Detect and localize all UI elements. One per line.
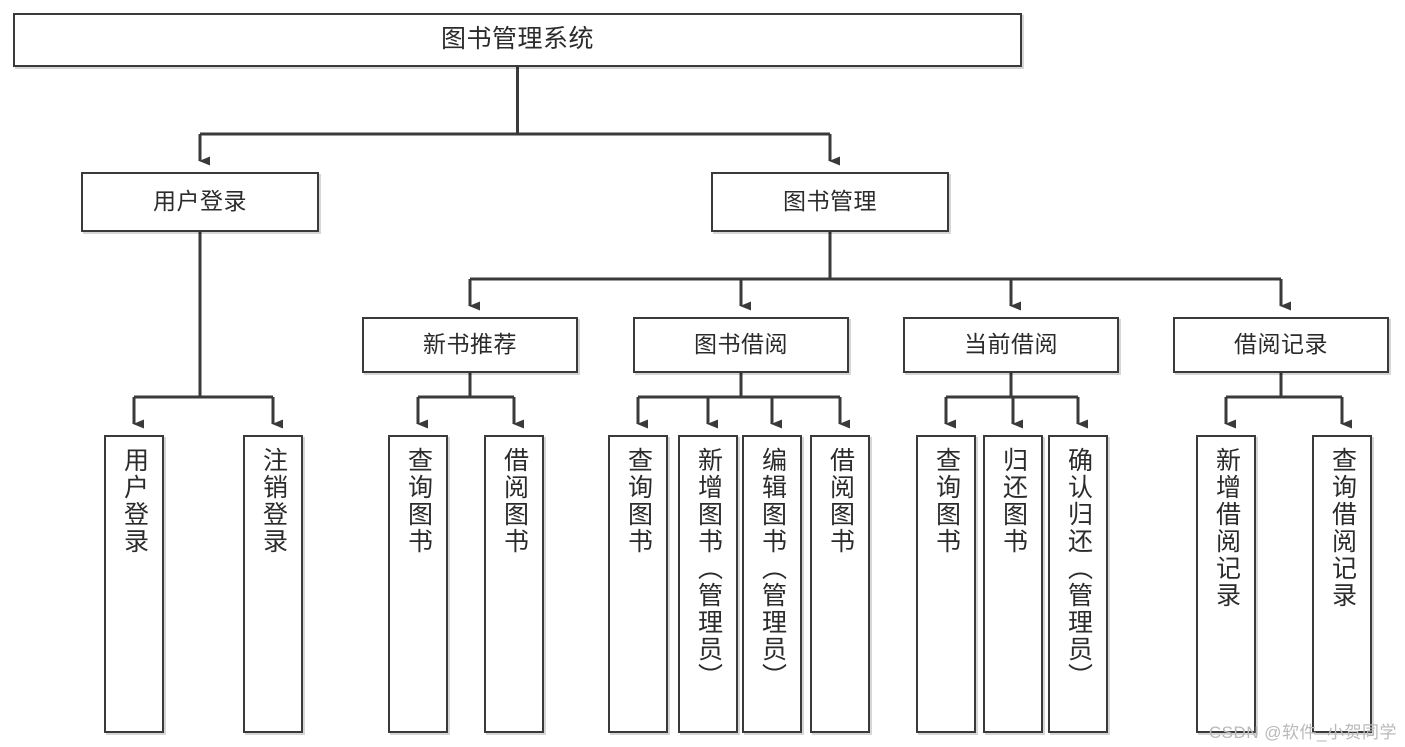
node-label: 查询图书 bbox=[624, 447, 653, 555]
node-leaf-confirm-return: 确认归还（管理员） bbox=[1048, 435, 1108, 733]
node-book-manage: 图书管理 bbox=[711, 172, 949, 232]
node-label: 归还图书 bbox=[999, 447, 1028, 555]
node-label: 确认归还（管理员） bbox=[1064, 447, 1093, 690]
node-leaf-query-record: 查询借阅记录 bbox=[1312, 435, 1372, 733]
node-label: 新书推荐 bbox=[423, 331, 517, 358]
node-borrow-record: 借阅记录 bbox=[1173, 317, 1389, 373]
node-label: 用户登录 bbox=[153, 188, 247, 215]
node-label: 图书管理 bbox=[783, 188, 877, 215]
node-leaf-user-login: 用户登录 bbox=[104, 435, 164, 733]
node-leaf-query-book-2: 查询图书 bbox=[608, 435, 668, 733]
node-new-book-rec: 新书推荐 bbox=[362, 317, 578, 373]
node-book-borrow: 图书借阅 bbox=[633, 317, 849, 373]
node-label: 注销登录 bbox=[259, 447, 288, 555]
node-current-borrow: 当前借阅 bbox=[903, 317, 1119, 373]
node-leaf-edit-book: 编辑图书（管理员） bbox=[742, 435, 802, 733]
node-label: 当前借阅 bbox=[964, 331, 1058, 358]
node-label: 新增图书（管理员） bbox=[694, 447, 723, 690]
watermark: CSDN @软件_小贺同学 bbox=[1208, 723, 1397, 742]
node-label: 用户登录 bbox=[120, 447, 149, 555]
node-leaf-logout: 注销登录 bbox=[243, 435, 303, 733]
node-label: 查询借阅记录 bbox=[1328, 447, 1357, 609]
node-label: 借阅图书 bbox=[826, 447, 855, 555]
node-leaf-query-book-3: 查询图书 bbox=[916, 435, 976, 733]
node-label: 查询图书 bbox=[932, 447, 961, 555]
node-leaf-borrow-book-1: 借阅图书 bbox=[484, 435, 544, 733]
node-leaf-borrow-book-2: 借阅图书 bbox=[810, 435, 870, 733]
node-label: 借阅图书 bbox=[500, 447, 529, 555]
node-label: 图书管理系统 bbox=[440, 25, 594, 54]
node-label: 新增借阅记录 bbox=[1212, 447, 1241, 609]
node-root: 图书管理系统 bbox=[13, 13, 1022, 67]
node-leaf-return-book: 归还图书 bbox=[983, 435, 1043, 733]
node-leaf-add-book: 新增图书（管理员） bbox=[678, 435, 738, 733]
node-user-login: 用户登录 bbox=[81, 172, 319, 232]
node-label: 编辑图书（管理员） bbox=[758, 447, 787, 690]
node-label: 借阅记录 bbox=[1234, 331, 1328, 358]
node-leaf-add-record: 新增借阅记录 bbox=[1196, 435, 1256, 733]
node-leaf-query-book-1: 查询图书 bbox=[388, 435, 448, 733]
node-label: 查询图书 bbox=[404, 447, 433, 555]
node-label: 图书借阅 bbox=[694, 331, 788, 358]
